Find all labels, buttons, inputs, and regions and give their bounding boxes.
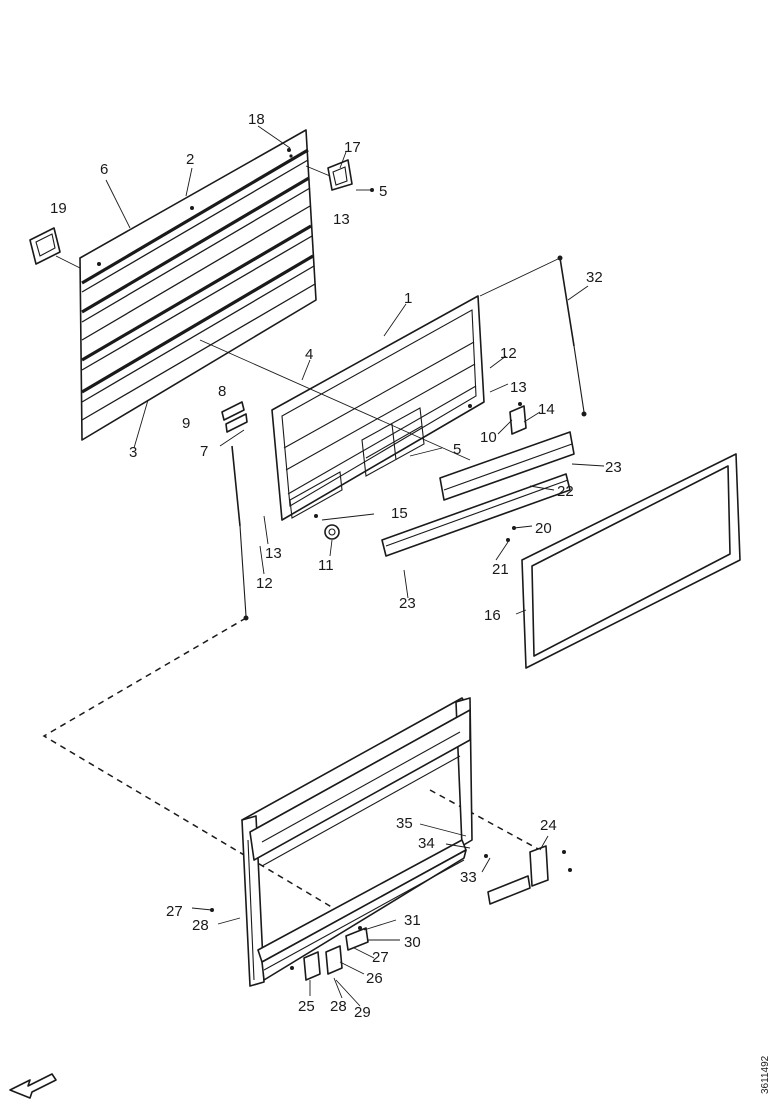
label-p13a: 13 (333, 211, 350, 228)
label-p10: 10 (480, 429, 497, 446)
label-p31: 31 (404, 912, 421, 929)
label-p29: 29 (354, 1004, 371, 1021)
label-p21: 21 (492, 561, 509, 578)
label-p16: 16 (484, 607, 501, 624)
orientation-arrow-icon (9, 1073, 57, 1099)
lower-leader-lines (191, 823, 549, 1007)
label-p28b: 28 (330, 998, 347, 1015)
label-p3: 3 (129, 444, 137, 461)
label-p27a: 27 (166, 903, 183, 920)
base-hardware-25-31 (210, 908, 369, 981)
label-p26: 26 (366, 970, 383, 987)
label-p13b: 13 (510, 379, 527, 396)
dashed-connector (42, 617, 341, 913)
upper-leader-lines (105, 125, 605, 615)
label-p5b: 5 (453, 441, 461, 458)
label-p15: 15 (391, 505, 408, 522)
label-p30: 30 (404, 934, 421, 951)
lower-bar-22 (439, 431, 575, 501)
label-p13c: 13 (265, 545, 282, 562)
label-p19: 19 (50, 200, 67, 217)
label-p32: 32 (586, 269, 603, 286)
base-frame (241, 697, 473, 987)
label-p22: 22 (557, 483, 574, 500)
base-hinge-24 (484, 845, 572, 905)
label-p23b: 23 (399, 595, 416, 612)
label-p18: 18 (248, 111, 265, 128)
label-p25: 25 (298, 998, 315, 1015)
label-p23a: 23 (605, 459, 622, 476)
label-p7: 7 (200, 443, 208, 460)
dashed-connector-right (429, 789, 541, 851)
label-p12a: 12 (500, 345, 517, 362)
door-frame (271, 295, 485, 521)
label-p12b: 12 (256, 575, 273, 592)
gas-strut-32 (557, 255, 587, 417)
rear-ribbed-panel (79, 129, 317, 441)
left-bracket-19 (29, 227, 81, 269)
hinge-10 (468, 402, 527, 435)
hardware-7-8-9 (221, 401, 248, 433)
label-p20: 20 (535, 520, 552, 537)
part-labels: 1 2 3 4 5 5 6 7 8 9 10 11 12 12 13 13 13… (50, 111, 622, 1021)
label-p17: 17 (344, 139, 361, 156)
label-p24: 24 (540, 817, 557, 834)
right-bracket-17 (305, 159, 374, 192)
label-p34: 34 (418, 835, 435, 852)
label-p14: 14 (538, 401, 555, 418)
figure-code: 3611492 (760, 1055, 771, 1094)
label-p4: 4 (305, 346, 313, 363)
label-p6: 6 (100, 161, 108, 178)
label-p33: 33 (460, 869, 477, 886)
strip-23 (381, 473, 571, 557)
roller-11 (314, 514, 516, 542)
label-p2: 2 (186, 151, 194, 168)
gas-strut-left (231, 445, 249, 621)
label-p5a: 5 (379, 183, 387, 200)
label-p27b: 27 (372, 949, 389, 966)
gasket-16 (521, 453, 741, 669)
label-p8: 8 (218, 383, 226, 400)
label-p1: 1 (404, 290, 412, 307)
label-p35: 35 (396, 815, 413, 832)
label-p9: 9 (182, 415, 190, 432)
label-p28a: 28 (192, 917, 209, 934)
label-p11: 11 (318, 557, 334, 574)
